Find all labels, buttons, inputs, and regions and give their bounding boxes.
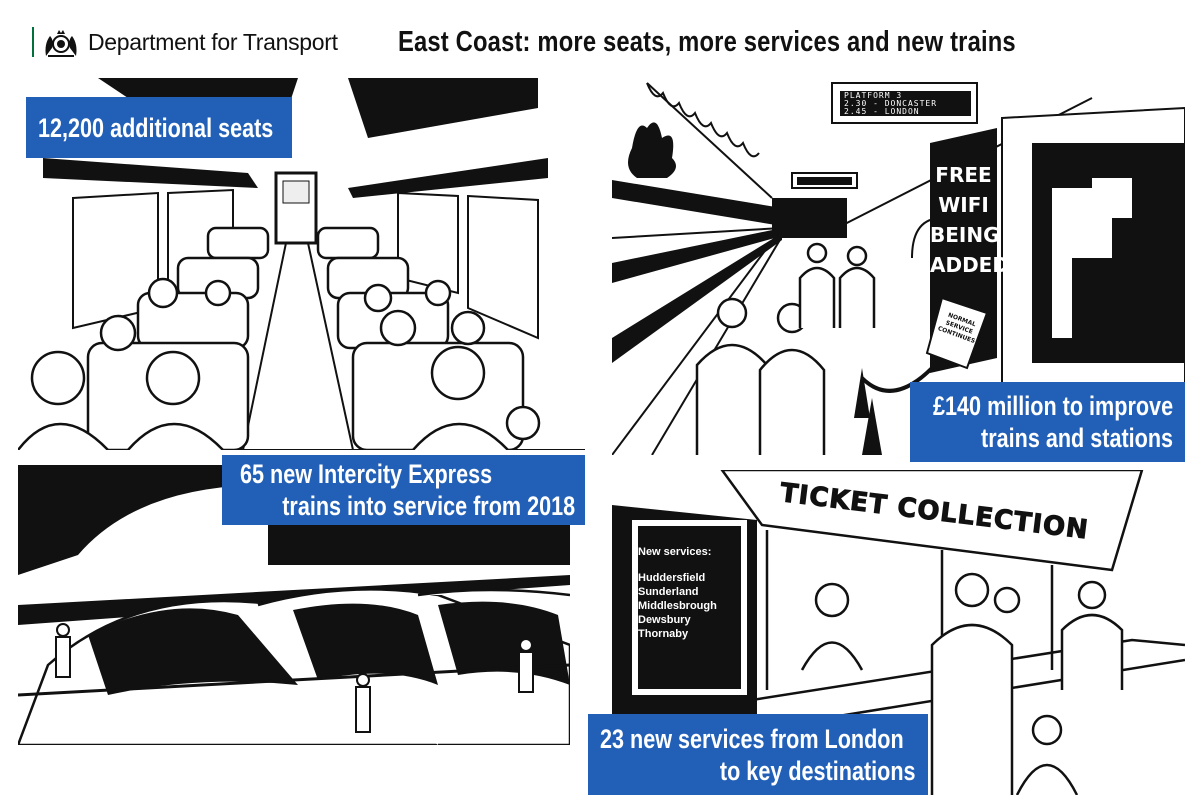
callout-line: to key destinations <box>720 755 916 786</box>
investment-callout: £140 million to improve trains and stati… <box>910 382 1185 462</box>
trains-callout: 65 new Intercity Express trains into ser… <box>222 455 585 525</box>
departure-board: PLATFORM 3 2.30 - DONCASTER 2.45 - LONDO… <box>844 92 937 116</box>
royal-crest-icon <box>45 30 77 57</box>
new-services-board: New services: Huddersfield Sunderland Mi… <box>638 545 717 641</box>
callout-line: 12,200 additional seats <box>38 112 274 143</box>
station-platform-illustration: PLATFORM 3 2.30 - DONCASTER 2.45 - LONDO… <box>612 78 1185 455</box>
callout-line: 65 new Intercity Express <box>240 459 493 489</box>
destination: Sunderland <box>638 586 699 598</box>
callout-line: trains into service from 2018 <box>282 491 575 521</box>
services-callout: 23 new services from London to key desti… <box>588 714 928 795</box>
wifi-sign-line: WIFI <box>938 193 989 217</box>
wifi-sign: FREE WIFI BEING ADDED <box>930 160 1009 280</box>
board-line: PLATFORM 3 <box>844 91 903 100</box>
callout-line: £140 million to improve <box>932 391 1173 421</box>
organisation-name: Department for Transport <box>88 28 338 55</box>
callout-line: 23 new services from London <box>600 723 904 754</box>
dft-logo: Department for Transport <box>32 26 338 58</box>
destination: Middlesbrough <box>638 600 717 612</box>
logo-bar <box>32 27 34 57</box>
wifi-sign-line: BEING <box>930 223 1000 247</box>
board-line: 2.30 - DONCASTER <box>844 99 938 108</box>
destination: Dewsbury <box>638 614 691 626</box>
carriage-interior-illustration <box>18 78 585 450</box>
board-line: 2.45 - LONDON <box>844 107 920 116</box>
destination: Huddersfield <box>638 572 706 584</box>
page-title: East Coast: more seats, more services an… <box>398 26 1016 58</box>
wifi-sign-line: FREE <box>935 163 992 187</box>
wifi-sign-line: ADDED <box>930 253 1009 277</box>
destination: Thornaby <box>638 628 689 640</box>
board-heading: New services: <box>638 546 712 558</box>
seats-callout: 12,200 additional seats <box>26 97 292 158</box>
callout-line: trains and stations <box>980 423 1173 453</box>
